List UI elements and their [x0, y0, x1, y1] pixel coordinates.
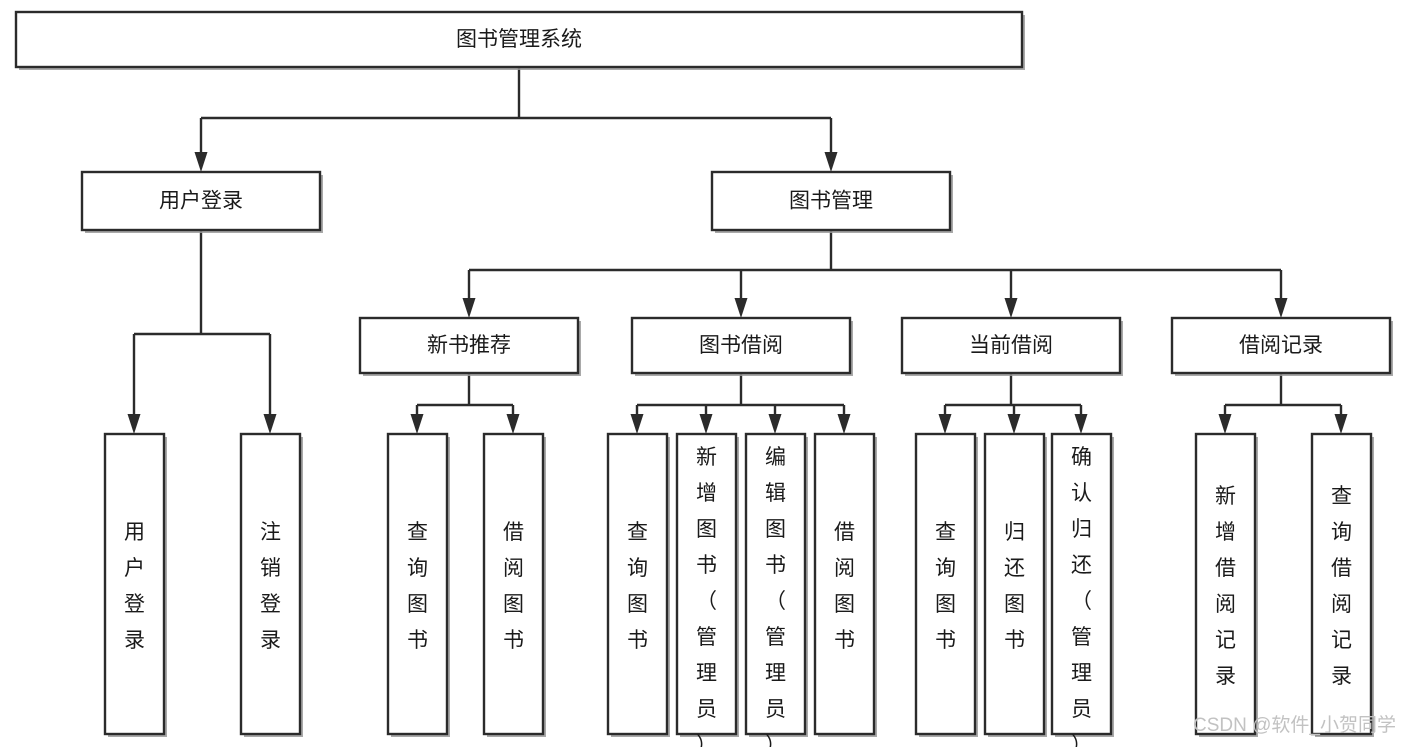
connector-book-borrow-to-leaves [630, 373, 851, 434]
node-label: 新书推荐 [427, 334, 511, 357]
csdn-watermark: CSDN @软件_小贺同学 [1193, 714, 1396, 736]
connector-root-to-level2 [194, 67, 838, 172]
connector-new-book-recommend-to-leaves [410, 373, 520, 434]
node-leaf-add-borrow-record[interactable]: 新增借阅记录 [1194, 432, 1258, 737]
node-label: 图书借阅 [699, 334, 783, 357]
node-rect[interactable] [675, 432, 738, 736]
node-label: 查询图书 [935, 521, 956, 652]
node-layer: 图书管理系统用户登录图书管理新书推荐图书借阅当前借阅借阅记录用户登录注销登录查询… [14, 10, 1393, 747]
node-label: 归还图书 [1004, 521, 1025, 652]
node-rect[interactable] [1050, 432, 1113, 736]
node-label: 新增图书（管理员） [696, 446, 717, 747]
node-label: 确认归还（管理员） [1071, 446, 1092, 747]
node-leaf-return-book[interactable]: 归还图书 [983, 432, 1047, 737]
node-rect[interactable] [80, 170, 322, 232]
node-label: 图书管理 [789, 190, 873, 213]
node-leaf-query-book-3[interactable]: 查询图书 [914, 432, 978, 737]
connector-current-borrow-to-leaves [938, 373, 1088, 434]
node-rect[interactable] [386, 432, 449, 736]
node-rect[interactable] [744, 432, 807, 736]
node-rect[interactable] [710, 170, 952, 232]
node-rect[interactable] [358, 316, 580, 375]
node-user-login[interactable]: 用户登录 [80, 170, 323, 233]
connector-book-management-to-level3 [462, 230, 1288, 318]
node-label: 借阅图书 [834, 521, 855, 652]
node-current-borrow[interactable]: 当前借阅 [900, 316, 1123, 376]
node-book-management[interactable]: 图书管理 [710, 170, 953, 233]
connector-layer [127, 67, 1348, 434]
connector-user-login-to-leaves [127, 230, 277, 434]
node-leaf-add-book-admin[interactable]: 新增图书（管理员） [675, 432, 739, 747]
node-rect[interactable] [1310, 432, 1373, 736]
node-rect[interactable] [813, 432, 876, 736]
node-root[interactable]: 图书管理系统 [14, 10, 1025, 70]
node-rect[interactable] [900, 316, 1122, 375]
node-rect[interactable] [914, 432, 977, 736]
node-leaf-query-borrow-record[interactable]: 查询借阅记录 [1310, 432, 1374, 737]
node-label: 查询借阅记录 [1331, 485, 1352, 688]
node-leaf-query-book-2[interactable]: 查询图书 [606, 432, 670, 737]
node-rect[interactable] [239, 432, 302, 736]
node-rect[interactable] [606, 432, 669, 736]
node-leaf-logout-login[interactable]: 注销登录 [239, 432, 303, 737]
node-borrow-record[interactable]: 借阅记录 [1170, 316, 1393, 376]
node-leaf-borrow-book-1[interactable]: 借阅图书 [482, 432, 546, 737]
node-leaf-edit-book-admin[interactable]: 编辑图书（管理员） [744, 432, 808, 747]
node-leaf-borrow-book-2[interactable]: 借阅图书 [813, 432, 877, 737]
node-label: 图书管理系统 [456, 28, 582, 51]
node-label: 新增借阅记录 [1215, 485, 1236, 688]
node-rect[interactable] [630, 316, 852, 375]
node-leaf-user-login[interactable]: 用户登录 [103, 432, 167, 737]
node-label: 编辑图书（管理员） [765, 446, 786, 747]
node-label: 当前借阅 [969, 334, 1053, 357]
node-book-borrow[interactable]: 图书借阅 [630, 316, 853, 376]
node-new-book-recommend[interactable]: 新书推荐 [358, 316, 581, 376]
connector-borrow-record-to-leaves [1218, 373, 1348, 434]
node-rect[interactable] [14, 10, 1024, 69]
node-label: 借阅记录 [1239, 334, 1323, 357]
node-rect[interactable] [983, 432, 1046, 736]
node-label: 查询图书 [407, 521, 428, 652]
node-rect[interactable] [1194, 432, 1257, 736]
node-label: 借阅图书 [503, 521, 524, 652]
node-label: 用户登录 [159, 190, 243, 213]
node-rect[interactable] [103, 432, 166, 736]
node-rect[interactable] [482, 432, 545, 736]
node-leaf-confirm-return-admin[interactable]: 确认归还（管理员） [1050, 432, 1114, 747]
node-leaf-query-book-1[interactable]: 查询图书 [386, 432, 450, 737]
node-label: 注销登录 [260, 521, 281, 652]
node-rect[interactable] [1170, 316, 1392, 375]
node-label: 查询图书 [627, 521, 648, 652]
node-label: 用户登录 [124, 521, 145, 652]
